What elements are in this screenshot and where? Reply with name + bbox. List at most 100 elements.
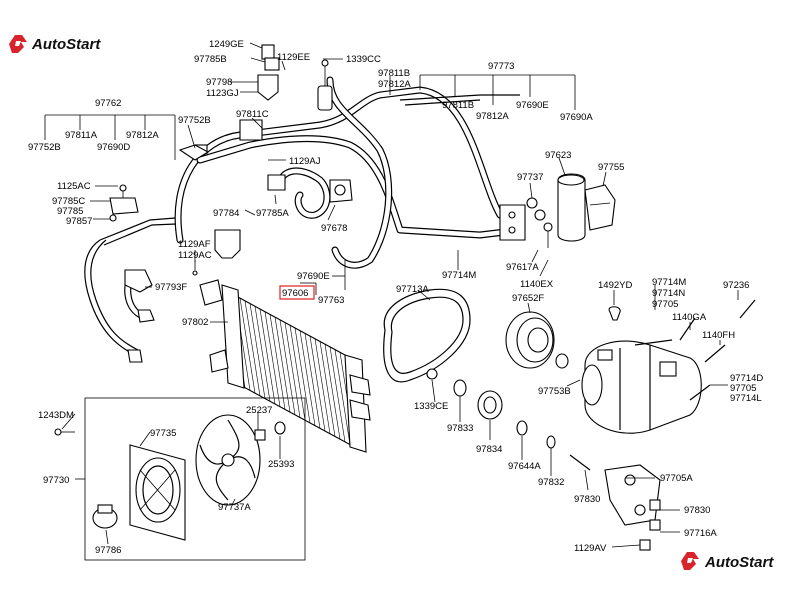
part-label[interactable]: 1243DM: [38, 410, 74, 421]
part-label[interactable]: 97753B: [538, 386, 571, 397]
clutch-pulley: [426, 306, 621, 449]
part-label[interactable]: 1129AJ: [289, 156, 321, 167]
part-label[interactable]: 97236: [723, 280, 749, 291]
part-label[interactable]: 97730: [43, 475, 69, 486]
part-label[interactable]: 97705: [730, 383, 756, 394]
part-label[interactable]: 97690A: [560, 112, 593, 123]
part-label[interactable]: 1140EX: [520, 279, 554, 290]
part-label[interactable]: 97812A: [378, 79, 411, 90]
part-label[interactable]: 97812A: [476, 111, 509, 122]
condenser-fin: [249, 303, 266, 399]
compressor: [569, 299, 756, 551]
part-label[interactable]: 97832: [538, 477, 564, 488]
brand-logo-bottom: AutoStart: [681, 552, 774, 571]
condenser-fin: [324, 344, 341, 440]
part-label[interactable]: 97737: [517, 172, 543, 183]
part-label[interactable]: 97714D: [730, 373, 763, 384]
part-label[interactable]: 97752B: [28, 142, 61, 153]
part-label[interactable]: 1129EE: [277, 52, 310, 63]
part-label[interactable]: 97705: [652, 299, 678, 310]
part-label[interactable]: 97812A: [126, 130, 159, 141]
part-label[interactable]: 97785C: [52, 196, 85, 207]
part-label[interactable]: 1123GJ: [206, 88, 239, 99]
part-label[interactable]: 97652F: [512, 293, 544, 304]
brand-logo-top: AutoStart: [9, 35, 101, 53]
part-label[interactable]: 97690D: [97, 142, 130, 153]
part-label[interactable]: 1129AC: [178, 250, 212, 261]
part-label[interactable]: 1140FH: [702, 330, 735, 341]
part-label[interactable]: 25393: [268, 459, 294, 470]
part-label[interactable]: 97716A: [684, 528, 717, 539]
part-label[interactable]: 97763: [318, 295, 344, 306]
part-label[interactable]: 97752B: [178, 115, 211, 126]
part-label[interactable]: 25237: [246, 405, 272, 416]
part-label[interactable]: 97690E: [516, 100, 549, 111]
part-label[interactable]: 97678: [321, 223, 347, 234]
part-label[interactable]: 97830: [574, 494, 600, 505]
part-label[interactable]: 97811C: [236, 109, 269, 120]
condenser-fin: [304, 333, 321, 429]
condenser-fin: [314, 338, 331, 434]
part-label[interactable]: 1140GA: [672, 312, 707, 323]
part-label[interactable]: 97786: [95, 545, 121, 556]
part-label[interactable]: 97644A: [508, 461, 541, 472]
receiver-drier: [526, 173, 616, 248]
part-label[interactable]: 97811A: [65, 130, 98, 141]
condenser-fin: [294, 327, 311, 423]
part-label[interactable]: 97623: [545, 150, 571, 161]
part-label[interactable]: 97785B: [194, 54, 227, 65]
leader-lines: [44, 42, 739, 548]
condenser-fin: [319, 341, 336, 437]
part-label[interactable]: 97755: [598, 162, 624, 173]
part-label[interactable]: 97617A: [506, 262, 539, 273]
part-label[interactable]: 97737A: [218, 502, 251, 513]
part-label[interactable]: 97833: [447, 423, 473, 434]
part-label[interactable]: 97811B: [442, 100, 474, 111]
part-label[interactable]: 1129AV: [574, 543, 607, 554]
part-label[interactable]: 97785: [57, 206, 83, 217]
part-label[interactable]: 1125AC: [57, 181, 91, 192]
part-label[interactable]: 97714M: [442, 270, 476, 281]
part-label[interactable]: 97690E: [297, 271, 330, 282]
condenser-fin: [254, 306, 271, 402]
part-label[interactable]: 97773: [488, 61, 514, 72]
part-label[interactable]: 97714M: [652, 277, 686, 288]
part-label[interactable]: 97762: [95, 98, 121, 109]
part-label[interactable]: 97857: [66, 216, 92, 227]
part-label[interactable]: 1492YD: [598, 280, 632, 291]
brand-name: AutoStart: [704, 554, 774, 571]
condenser-fin: [279, 319, 296, 415]
condenser-fin: [329, 346, 346, 442]
part-label[interactable]: 97784: [213, 208, 239, 219]
part-label[interactable]: 97802: [182, 317, 208, 328]
part-label[interactable]: 1339CE: [414, 401, 448, 412]
part-label[interactable]: 97798: [206, 77, 232, 88]
fittings: [109, 44, 526, 363]
part-label[interactable]: 97785A: [256, 208, 289, 219]
part-label[interactable]: 1249GE: [209, 39, 244, 50]
part-label[interactable]: 97714N: [652, 288, 685, 299]
part-label[interactable]: 97606: [282, 288, 308, 299]
condenser: [199, 279, 371, 453]
part-label[interactable]: 97714L: [730, 393, 762, 404]
part-label[interactable]: 97834: [476, 444, 502, 455]
condenser-fin: [239, 298, 256, 394]
part-label[interactable]: 1339CC: [346, 54, 381, 65]
brand-name: AutoStart: [31, 36, 101, 53]
part-label[interactable]: 97793F: [155, 282, 187, 293]
condenser-fin: [334, 349, 351, 445]
part-label[interactable]: 97705A: [660, 473, 693, 484]
part-label[interactable]: 1129AF: [178, 239, 211, 250]
condenser-fin: [289, 325, 306, 421]
part-label[interactable]: 97713A: [396, 284, 429, 295]
condenser-fin: [264, 311, 281, 407]
hoses: [84, 76, 524, 356]
part-label[interactable]: 97735: [150, 428, 176, 439]
condenser-fin: [299, 330, 316, 426]
part-label[interactable]: 97830: [684, 505, 710, 516]
condenser-fin: [309, 335, 326, 432]
part-label[interactable]: 97811B: [378, 68, 410, 79]
condenser-fin: [274, 317, 291, 413]
fan-assembly: [54, 397, 306, 561]
